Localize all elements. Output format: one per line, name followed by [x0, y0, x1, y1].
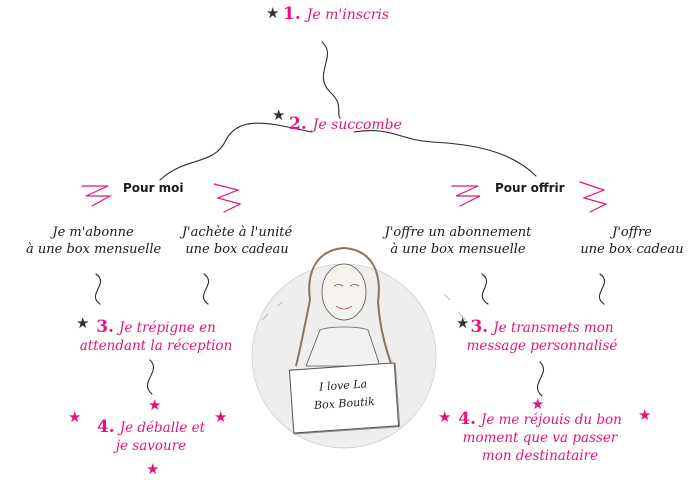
star-icon: ★ [76, 314, 90, 332]
illustration-sign: I love La Box Boutik [288, 362, 400, 434]
star-icon: ★ [272, 106, 286, 124]
step-4-right-number: 4. [458, 409, 476, 429]
step-3-right-line: 3.Je transmets mon [454, 318, 630, 337]
step-2-label: Je succombe [312, 117, 402, 133]
squiggle-decoration [213, 183, 242, 213]
connector-1-2 [321, 41, 341, 119]
step-4-right-line: moment que va passer [462, 430, 618, 446]
option-line: J'achète à l'unité [181, 225, 293, 240]
step-3-right-text: Je transmets mon [493, 320, 614, 336]
star-icon: ★ [638, 406, 652, 424]
step-4-left-line: 4.Je déballe et [86, 418, 216, 437]
step-2-number: 2. [289, 114, 307, 134]
connector-left-3-4 [146, 359, 154, 395]
step-3-left-text: Je trépigne en [118, 320, 216, 336]
step-4-right-line: mon destinataire [481, 448, 599, 464]
connector-2-right [353, 129, 537, 177]
option-line: J'offre [612, 225, 652, 240]
branch-heading-left: Pour moi [123, 181, 184, 195]
option-line: une box cadeau [185, 242, 289, 257]
step-3-left-line: 3.Je trépigne en [66, 318, 246, 337]
option-left-subscribe: Je m'abonne à une box mensuelle [26, 224, 162, 258]
star-icon: ★ [148, 396, 162, 414]
squiggle-decoration [579, 181, 608, 213]
step-4-left-text: Je déballe et [119, 420, 206, 436]
connector-2-left [159, 122, 313, 181]
star-icon: ★ [531, 395, 545, 413]
step-4-left-number: 4. [96, 417, 115, 437]
connector-right-3-4 [536, 361, 544, 397]
step-4-right-line: 4.Je me réjouis du bon [452, 410, 628, 429]
squiggle-decoration [451, 185, 481, 207]
step-4-right-text: Je me réjouis du bon [480, 412, 622, 428]
step-3-right: 3.Je transmets mon message personnalisé [454, 318, 630, 355]
connector-left-opt2 [202, 273, 210, 305]
option-line: une box cadeau [580, 242, 684, 257]
option-right-gift-box: J'offre une box cadeau [570, 224, 694, 258]
step-3-right-number: 3. [470, 317, 489, 337]
step-4-right: 4.Je me réjouis du bon moment que va pas… [452, 410, 628, 465]
step-1: 1. Je m'inscris [283, 4, 389, 24]
step-3-left-number: 3. [96, 317, 114, 337]
connector-right-opt2 [598, 273, 606, 305]
option-left-single-box: J'achète à l'unité une box cadeau [172, 224, 302, 258]
step-3-left: 3.Je trépigne en attendant la réception [66, 318, 246, 355]
step-1-number: 1. [283, 4, 301, 24]
branch-heading-right: Pour offrir [495, 181, 565, 195]
option-line: J'offre un abonnement [384, 225, 532, 240]
step-2: 2. Je succombe [289, 114, 402, 134]
step-4-left: 4.Je déballe et je savoure [86, 418, 216, 455]
connector-left-opt1 [94, 273, 102, 305]
step-3-left-line: attendant la réception [79, 338, 233, 354]
step-1-label: Je m'inscris [306, 7, 390, 23]
connector-right-opt1 [481, 273, 489, 305]
star-icon: ★ [266, 4, 280, 22]
star-icon: ★ [68, 408, 82, 426]
option-line: Je m'abonne [52, 225, 134, 240]
step-4-left-line: je savoure [115, 438, 187, 454]
step-3-right-line: message personnalisé [466, 338, 618, 354]
star-icon: ★ [456, 314, 470, 332]
star-icon: ★ [214, 408, 228, 426]
star-icon: ★ [438, 408, 452, 426]
option-line: à une box mensuelle [390, 242, 526, 257]
squiggle-decoration [81, 185, 113, 207]
option-line: à une box mensuelle [26, 242, 162, 257]
option-right-gift-subscription: J'offre un abonnement à une box mensuell… [372, 224, 544, 258]
star-icon: ★ [146, 460, 160, 478]
sign-line-1: I love La [318, 377, 368, 394]
sign-line-2: Box Boutik [313, 394, 376, 413]
